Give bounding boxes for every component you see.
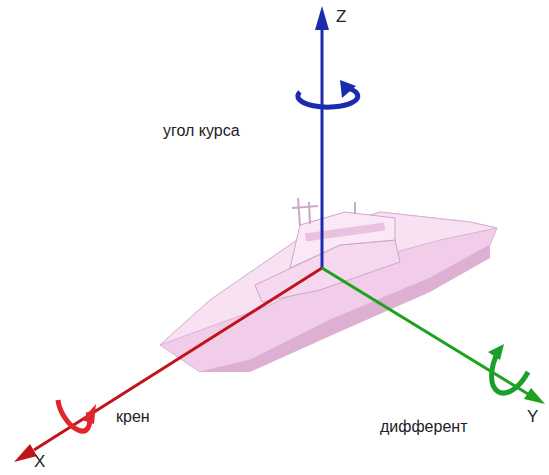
- axis-label: Z: [336, 8, 346, 27]
- y-axis: [322, 268, 545, 404]
- rotation-label: дифферент: [380, 418, 467, 436]
- ship: [160, 198, 497, 372]
- rotation-label: крен: [116, 408, 150, 426]
- rotation-label: угол курса: [163, 122, 240, 140]
- z-axis: [298, 6, 358, 268]
- x-axis: [14, 268, 322, 462]
- axis-label: Y: [527, 408, 538, 427]
- axis-label: X: [34, 453, 45, 472]
